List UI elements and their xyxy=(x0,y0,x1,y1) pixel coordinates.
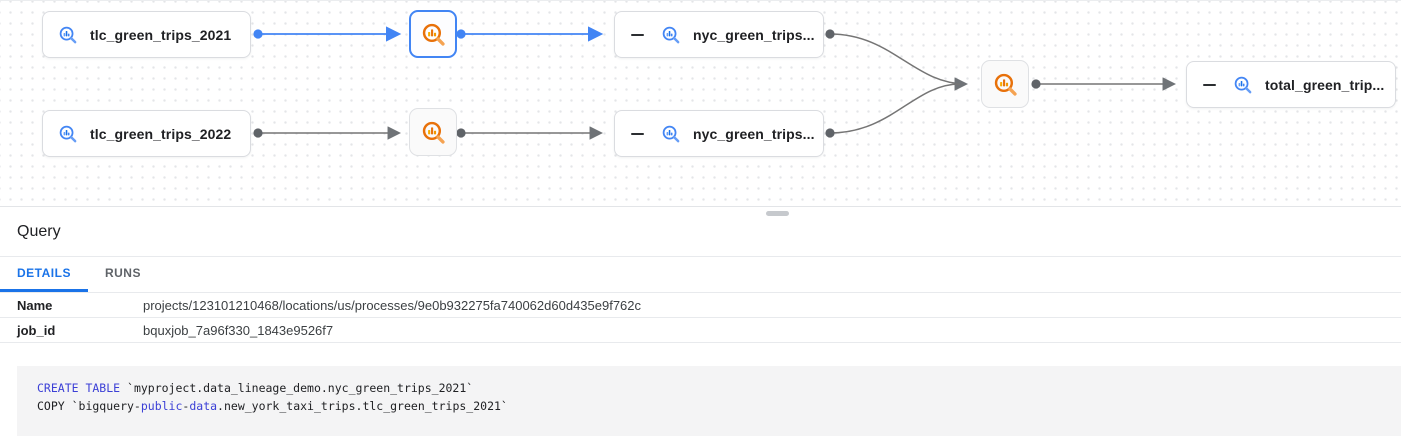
minus-icon xyxy=(631,33,644,36)
collapse-node-button[interactable] xyxy=(1203,78,1217,92)
minus-icon xyxy=(1203,83,1216,86)
query-details-panel: Query DETAILS RUNS Name projects/12310121… xyxy=(0,207,1401,436)
table-node-label: tlc_green_trips_2021 xyxy=(90,26,232,43)
sql-query-block: CREATE TABLE `myproject.data_lineage_dem… xyxy=(17,366,1401,436)
panel-tabs: DETAILS RUNS xyxy=(0,257,1401,293)
tab-details[interactable]: DETAILS xyxy=(0,257,88,292)
bigquery-table-icon xyxy=(58,25,78,45)
table-node-label: total_green_trip... xyxy=(1265,76,1385,93)
process-node-copy-2021-selected[interactable] xyxy=(409,10,457,58)
detail-value: bquxjob_7a96f330_1843e9526f7 xyxy=(143,322,334,338)
table-node-nyc-green-trips-2022[interactable]: nyc_green_trips... xyxy=(614,110,824,157)
details-table: Name projects/123101210468/locations/us/p… xyxy=(0,293,1401,343)
process-query-icon xyxy=(992,71,1019,98)
collapse-node-button[interactable] xyxy=(631,127,645,141)
bigquery-table-icon xyxy=(661,124,681,144)
detail-label: Name xyxy=(17,297,53,313)
tab-runs[interactable]: RUNS xyxy=(88,257,158,292)
detail-row: job_id bquxjob_7a96f330_1843e9526f7 xyxy=(0,318,1401,343)
process-query-icon xyxy=(420,21,447,48)
tab-details-label: DETAILS xyxy=(17,266,71,280)
collapse-node-button[interactable] xyxy=(631,28,645,42)
sql-line: CREATE TABLE `myproject.data_lineage_dem… xyxy=(37,381,474,395)
table-node-tlc-green-trips-2022[interactable]: tlc_green_trips_2022 xyxy=(42,110,251,157)
sql-line: COPY `bigquery-public-data.new_york_taxi… xyxy=(37,399,508,413)
table-node-total-green-trips[interactable]: total_green_trip... xyxy=(1186,61,1396,108)
panel-resize-handle[interactable] xyxy=(766,211,789,216)
tab-runs-label: RUNS xyxy=(104,266,141,280)
bigquery-table-icon xyxy=(661,25,681,45)
panel-header: Query xyxy=(0,207,1401,257)
process-node-copy-2022[interactable] xyxy=(409,108,457,156)
bigquery-table-icon xyxy=(1233,75,1253,95)
table-node-label: nyc_green_trips... xyxy=(693,26,815,43)
panel-title: Query xyxy=(17,222,61,240)
minus-icon xyxy=(631,132,644,135)
table-node-label: tlc_green_trips_2022 xyxy=(90,125,232,142)
detail-value: projects/123101210468/locations/us/proce… xyxy=(143,297,642,313)
bigquery-table-icon xyxy=(58,124,78,144)
table-node-nyc-green-trips-2021[interactable]: nyc_green_trips... xyxy=(614,11,824,58)
detail-row: Name projects/123101210468/locations/us/p… xyxy=(0,293,1401,318)
lineage-edges xyxy=(253,26,1177,140)
lineage-graph-canvas[interactable]: tlc_green_trips_2021 tlc_green_trips_202… xyxy=(0,0,1401,207)
process-node-merge[interactable] xyxy=(981,60,1029,108)
detail-label: job_id xyxy=(17,322,56,338)
process-query-icon xyxy=(420,119,447,146)
table-node-tlc-green-trips-2021[interactable]: tlc_green_trips_2021 xyxy=(42,11,251,58)
table-node-label: nyc_green_trips... xyxy=(693,125,815,142)
